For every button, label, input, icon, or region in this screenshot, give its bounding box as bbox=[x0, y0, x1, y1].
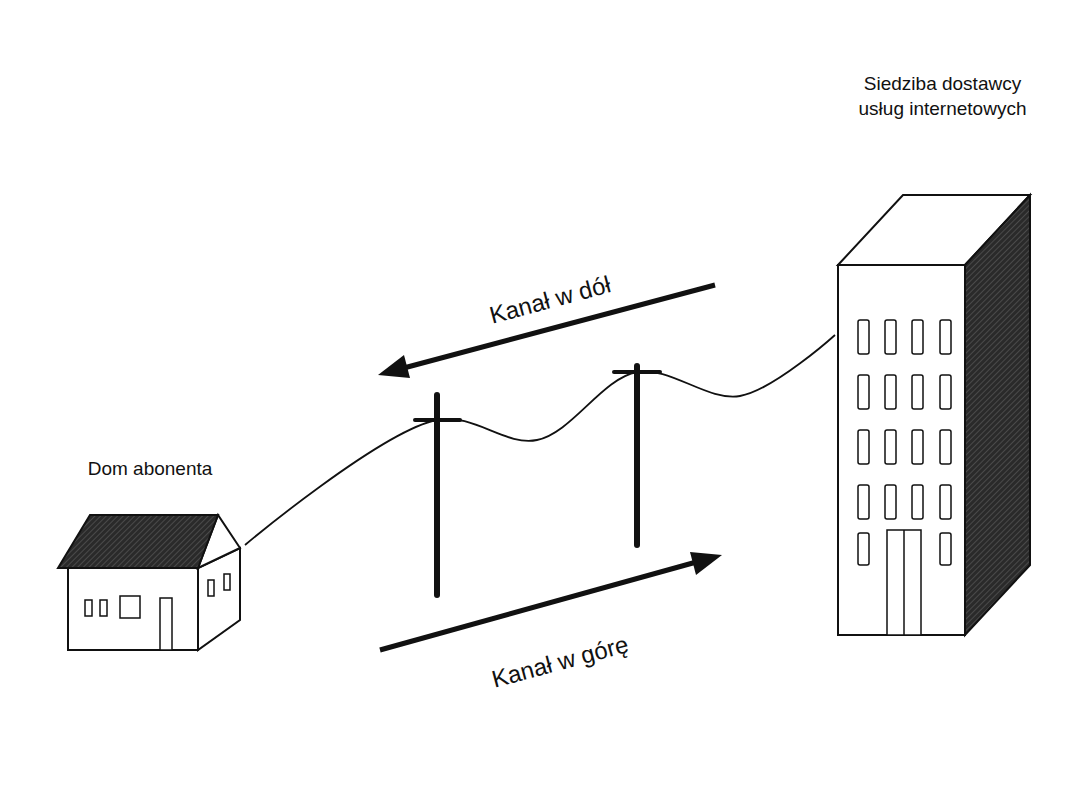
upstream-arrow bbox=[380, 552, 722, 650]
provider-building: Siedziba dostawcy usług internetowych bbox=[835, 70, 1050, 640]
channel-label: Kanał w górę bbox=[489, 630, 632, 693]
channel-label: Kanał w dół bbox=[486, 270, 613, 329]
building-picture bbox=[835, 195, 1035, 640]
utility-pole bbox=[614, 366, 660, 545]
node-label: Siedziba dostawcy usług internetowych bbox=[835, 70, 1050, 123]
node-label: Dom abonenta bbox=[55, 455, 245, 484]
cable-wire bbox=[245, 335, 835, 545]
subscriber-house: Dom abonenta bbox=[55, 455, 245, 655]
house-picture bbox=[55, 510, 245, 655]
